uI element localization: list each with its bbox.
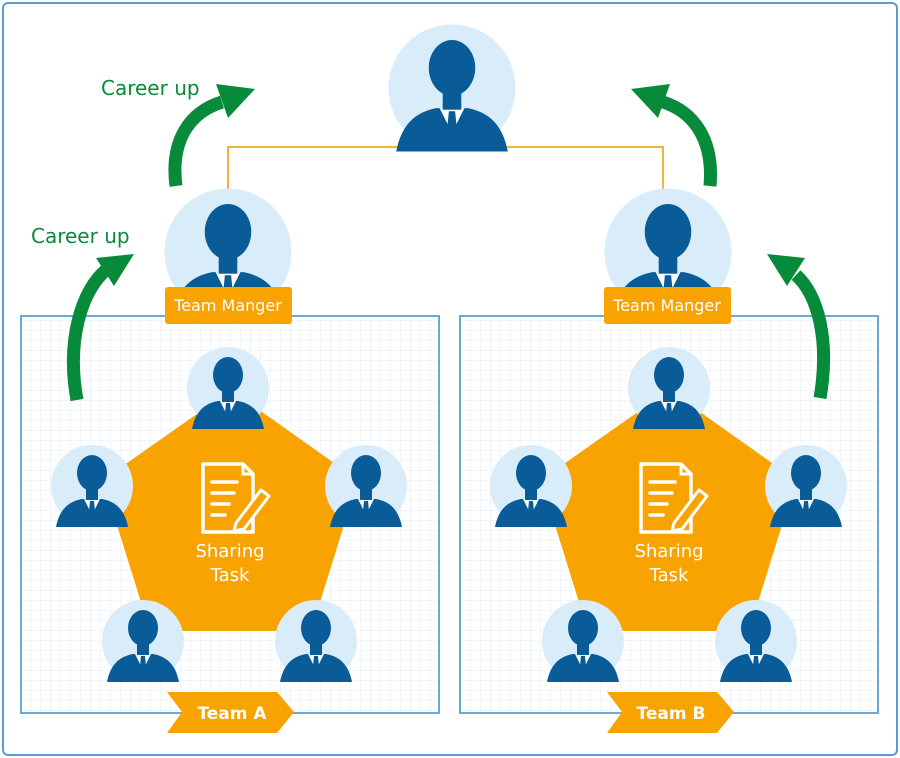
manager-label-left: Team Manger [173, 296, 282, 315]
person-icon [51, 445, 133, 527]
person-icon [765, 445, 847, 527]
person-icon [187, 347, 269, 429]
task-label-right-line2: Task [649, 565, 689, 586]
document-pen-icon [201, 462, 271, 534]
team-a-label: Team A [197, 704, 267, 724]
task-label-left-line2: Task [210, 565, 250, 586]
task-label-left-line1: Sharing [195, 541, 264, 562]
career-up-label-top: Career up [101, 76, 200, 100]
team-b-pentagon [541, 390, 796, 631]
team-b-tag [607, 692, 734, 733]
person-icon [325, 445, 407, 527]
manager-badge-right [604, 287, 731, 324]
person-icon [715, 600, 797, 682]
team-a-tag [167, 692, 294, 733]
person-icon [542, 600, 624, 682]
task-label-right-line1: Sharing [634, 541, 703, 562]
person-icon [490, 445, 572, 527]
curved-arrow-icon [168, 84, 255, 187]
team-b-label: Team B [637, 704, 706, 724]
curved-arrow-icon [66, 254, 134, 402]
document-pen-icon [639, 462, 709, 534]
curved-arrow-icon [631, 84, 718, 187]
person-icon [102, 600, 184, 682]
manager-label-right: Team Manger [612, 296, 721, 315]
person-icon [628, 347, 710, 429]
career-up-label-left: Career up [31, 224, 130, 248]
person-icon [388, 24, 516, 152]
curved-arrow-icon [767, 254, 831, 400]
manager-badge-left [165, 287, 292, 324]
person-icon [275, 600, 357, 682]
team-a-pentagon [103, 390, 358, 631]
